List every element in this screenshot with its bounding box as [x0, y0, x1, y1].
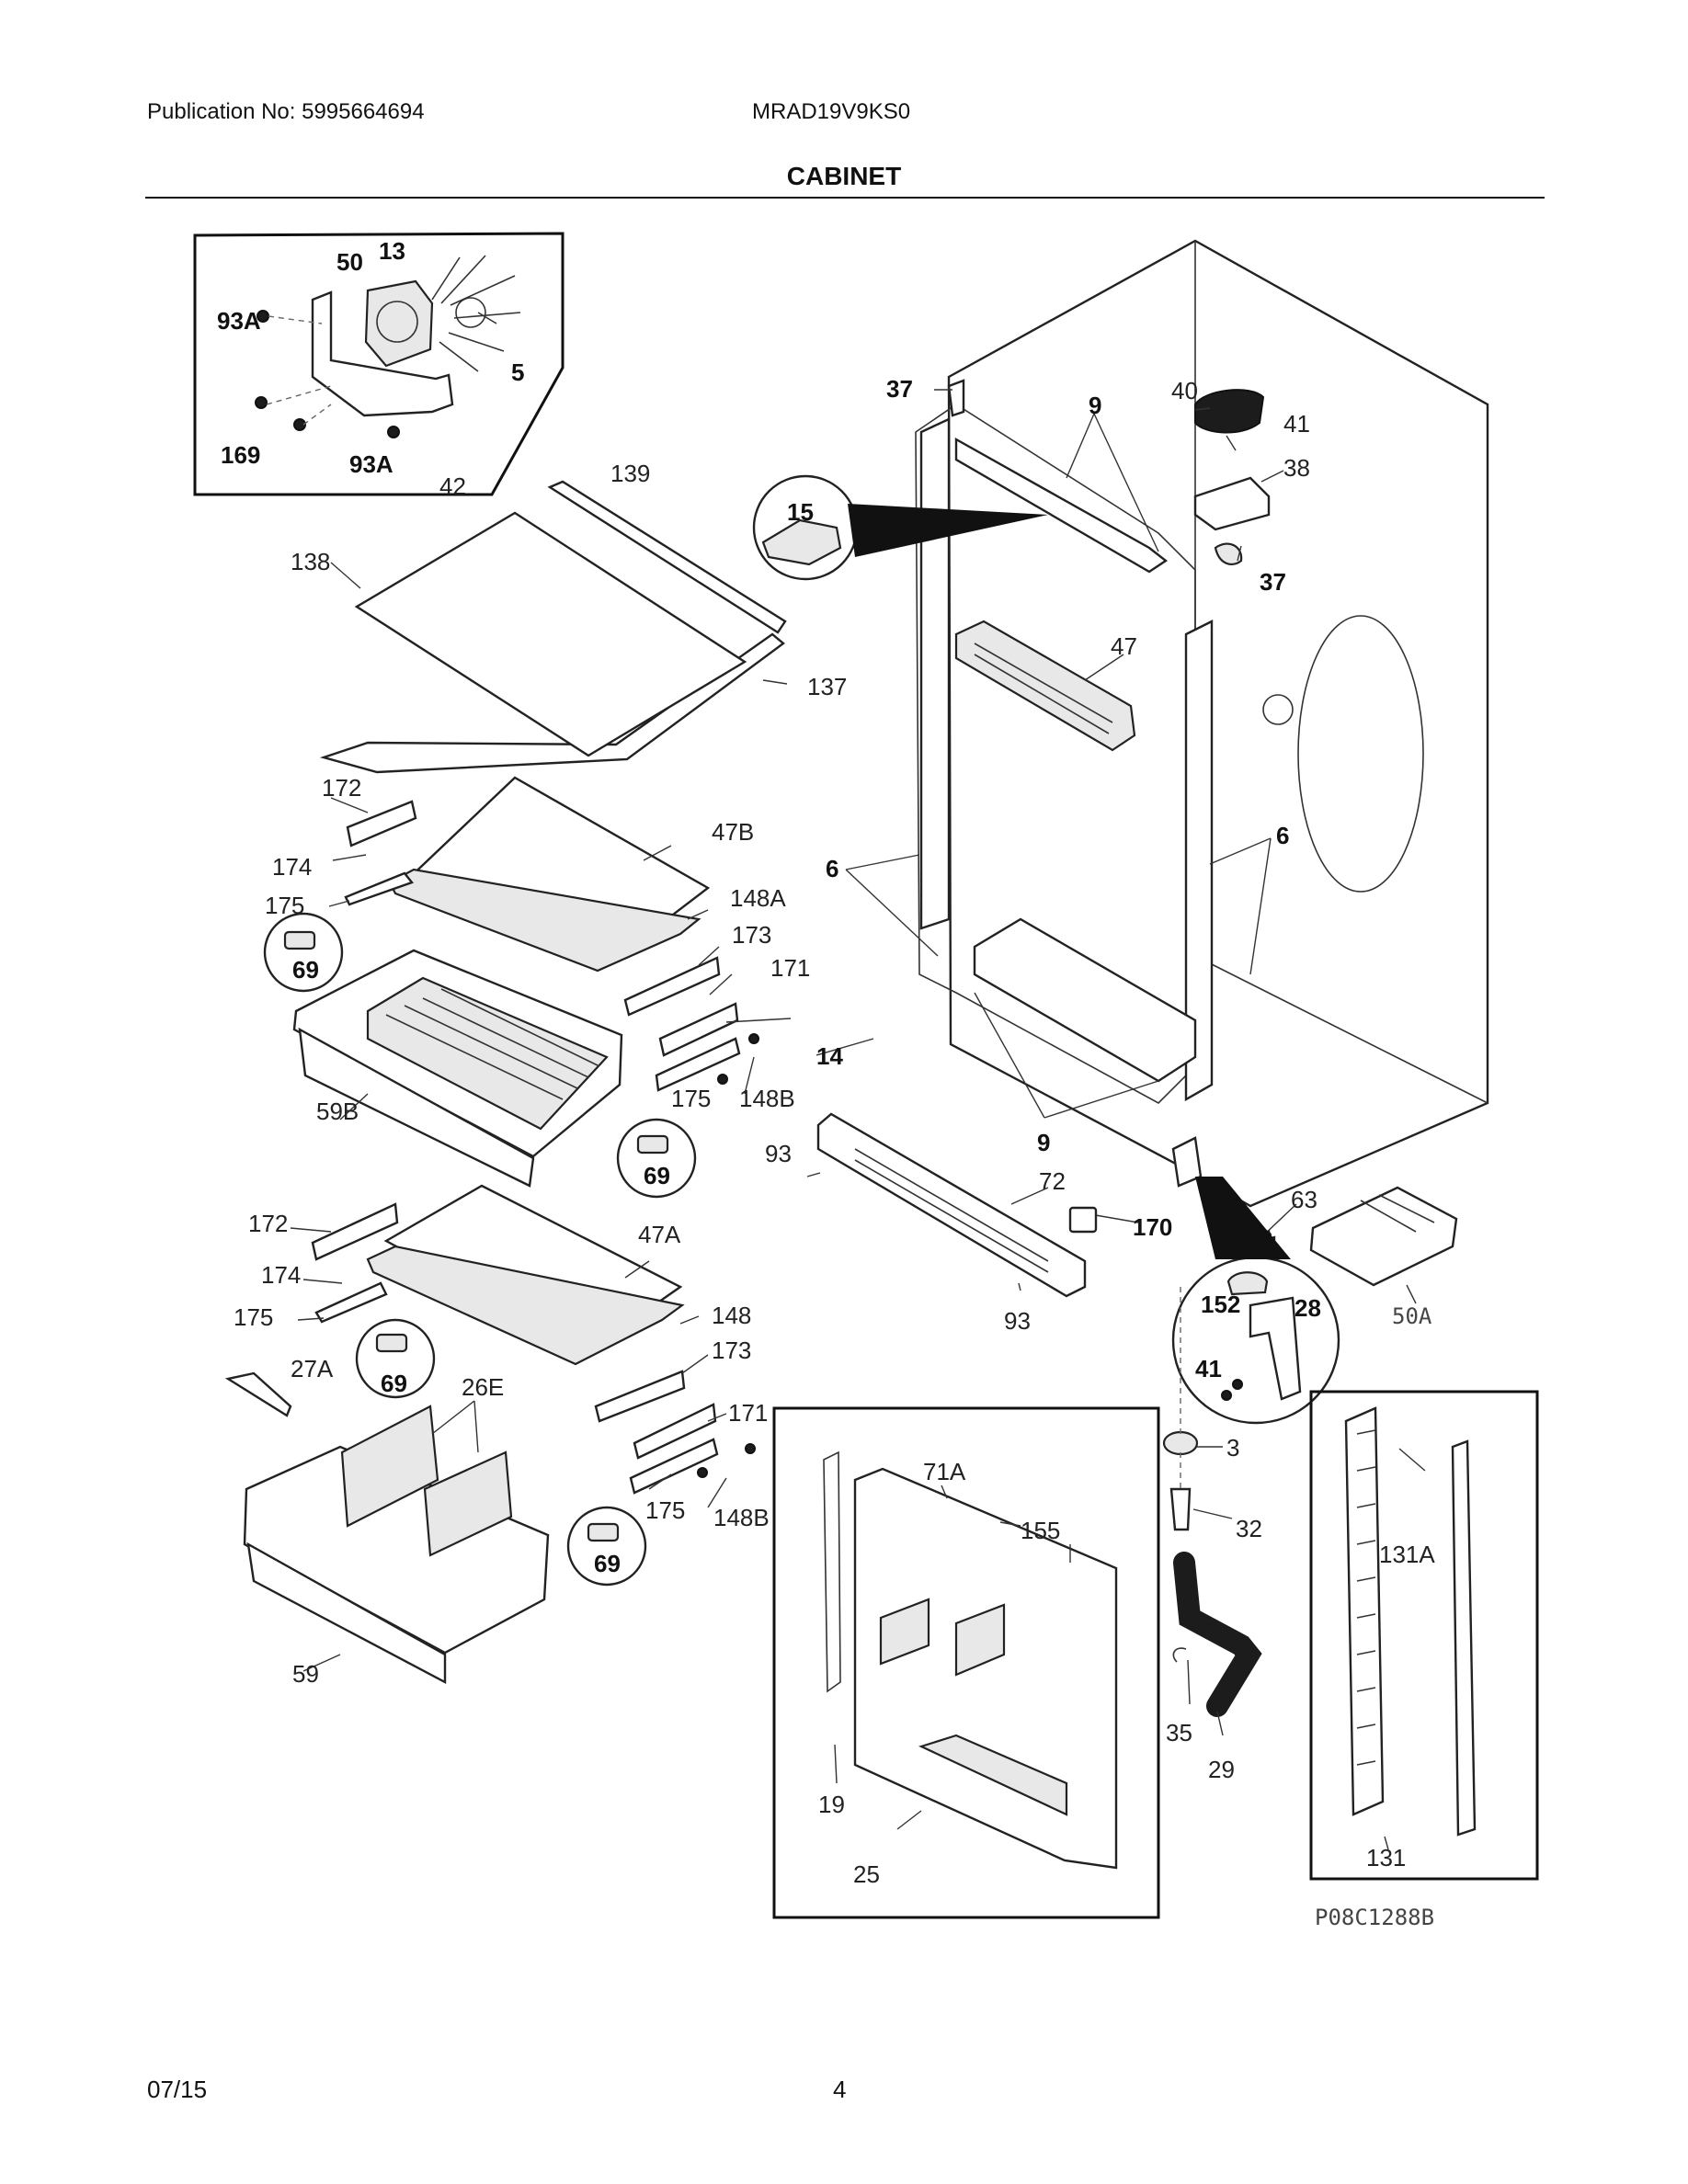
label-93-2: 93: [1004, 1307, 1031, 1335]
rear-panel-inset: [772, 1406, 1160, 1919]
label-152: 152: [1201, 1291, 1240, 1318]
label-47: 47: [1111, 632, 1137, 660]
model-number: MRAD19V9KS0: [752, 99, 911, 124]
label-170: 170: [1133, 1213, 1172, 1241]
label-38: 38: [1283, 454, 1310, 482]
label-69-2: 69: [644, 1162, 670, 1189]
header-rule: [145, 197, 1545, 199]
top-glass-shelf: [319, 480, 788, 774]
shelf-leaders: [290, 797, 874, 1672]
lower-shelf-47a: [311, 1184, 756, 1495]
label-35: 35: [1166, 1719, 1192, 1746]
label-148: 148: [712, 1302, 751, 1329]
label-174-2: 174: [261, 1261, 301, 1289]
label-155: 155: [1021, 1517, 1060, 1544]
side-rail-inset: [1309, 1390, 1539, 1881]
label-9-bottom: 9: [1037, 1129, 1050, 1156]
label-131a: 131A: [1379, 1541, 1435, 1568]
drain-parts: [1162, 1287, 1262, 1736]
mid-shelf-47b: [344, 776, 759, 1092]
label-28: 28: [1295, 1294, 1321, 1322]
label-139: 139: [610, 460, 650, 487]
label-32: 32: [1236, 1515, 1262, 1542]
label-93-1: 93: [765, 1140, 792, 1167]
label-50a: 50A: [1392, 1303, 1432, 1329]
label-171-1: 171: [770, 954, 810, 982]
label-63: 63: [1291, 1186, 1317, 1213]
top-hinge: [1193, 389, 1271, 565]
cabinet-leaders: [845, 389, 1284, 1119]
label-25: 25: [853, 1860, 880, 1888]
label-175-1: 175: [265, 892, 304, 919]
label-59: 59: [292, 1660, 319, 1688]
label-6-right: 6: [1276, 822, 1289, 849]
label-148b-1: 148B: [739, 1085, 795, 1112]
label-131: 131: [1366, 1844, 1406, 1871]
label-3: 3: [1226, 1434, 1239, 1462]
label-37-right: 37: [1260, 568, 1286, 596]
label-173-1: 173: [732, 921, 771, 949]
label-15: 15: [787, 498, 814, 526]
label-19: 19: [818, 1791, 845, 1818]
label-9-top: 9: [1089, 392, 1101, 419]
label-71a: 71A: [923, 1458, 966, 1485]
label-41-bottom: 41: [1195, 1355, 1222, 1382]
label-69-1: 69: [292, 956, 319, 984]
publication-number: Publication No: 5995664694: [147, 99, 425, 124]
crisper-drawer-59: [224, 1371, 550, 1684]
label-26e: 26E: [462, 1373, 504, 1401]
cabinet-body: [915, 239, 1489, 1208]
page-number: 4: [833, 2076, 847, 2103]
label-13: 13: [379, 237, 405, 265]
label-6-left: 6: [826, 855, 838, 882]
label-42: 42: [439, 472, 466, 500]
label-175-3: 175: [234, 1303, 273, 1331]
callout-15: [752, 474, 1048, 581]
section-title: CABINET: [786, 162, 902, 190]
label-137: 137: [807, 673, 847, 700]
label-47a: 47A: [638, 1221, 681, 1248]
label-93a-2: 93A: [349, 450, 393, 478]
label-29: 29: [1208, 1756, 1235, 1783]
label-171-2: 171: [728, 1399, 768, 1427]
label-50: 50: [336, 248, 363, 276]
label-138: 138: [291, 548, 330, 575]
callout-69-circles: [263, 912, 697, 1587]
label-173-2: 173: [712, 1337, 751, 1364]
label-47b: 47B: [712, 818, 754, 846]
label-72: 72: [1039, 1167, 1066, 1195]
label-37-top: 37: [886, 375, 913, 403]
label-175-4: 175: [645, 1496, 685, 1524]
label-93a-1: 93A: [217, 307, 261, 335]
drawing-code: P08C1288B: [1315, 1905, 1434, 1930]
crisper-drawer-59b: [292, 949, 623, 1188]
label-175-2: 175: [671, 1085, 711, 1112]
part-labels: 13 50 93A 5 169 93A 42 139 138 137 37 9 …: [217, 237, 1435, 1930]
label-5: 5: [511, 358, 524, 386]
label-59b: 59B: [316, 1098, 359, 1125]
label-69-3: 69: [381, 1370, 407, 1397]
label-169: 169: [221, 441, 260, 469]
bottom-hinge-callout: [1171, 1177, 1340, 1425]
label-14: 14: [816, 1042, 843, 1070]
label-41-top: 41: [1283, 410, 1310, 438]
label-172-2: 172: [248, 1210, 288, 1237]
label-69-4: 69: [594, 1550, 621, 1577]
label-174-1: 174: [272, 853, 312, 881]
label-27a: 27A: [291, 1355, 334, 1382]
label-148b-2: 148B: [713, 1504, 770, 1531]
label-40: 40: [1171, 377, 1198, 404]
fan-motor-inset: [193, 232, 565, 496]
label-172-1: 172: [322, 774, 361, 802]
50a-bracket: [1309, 1186, 1458, 1304]
label-148a: 148A: [730, 884, 786, 912]
footer-date: 07/15: [147, 2076, 208, 2103]
